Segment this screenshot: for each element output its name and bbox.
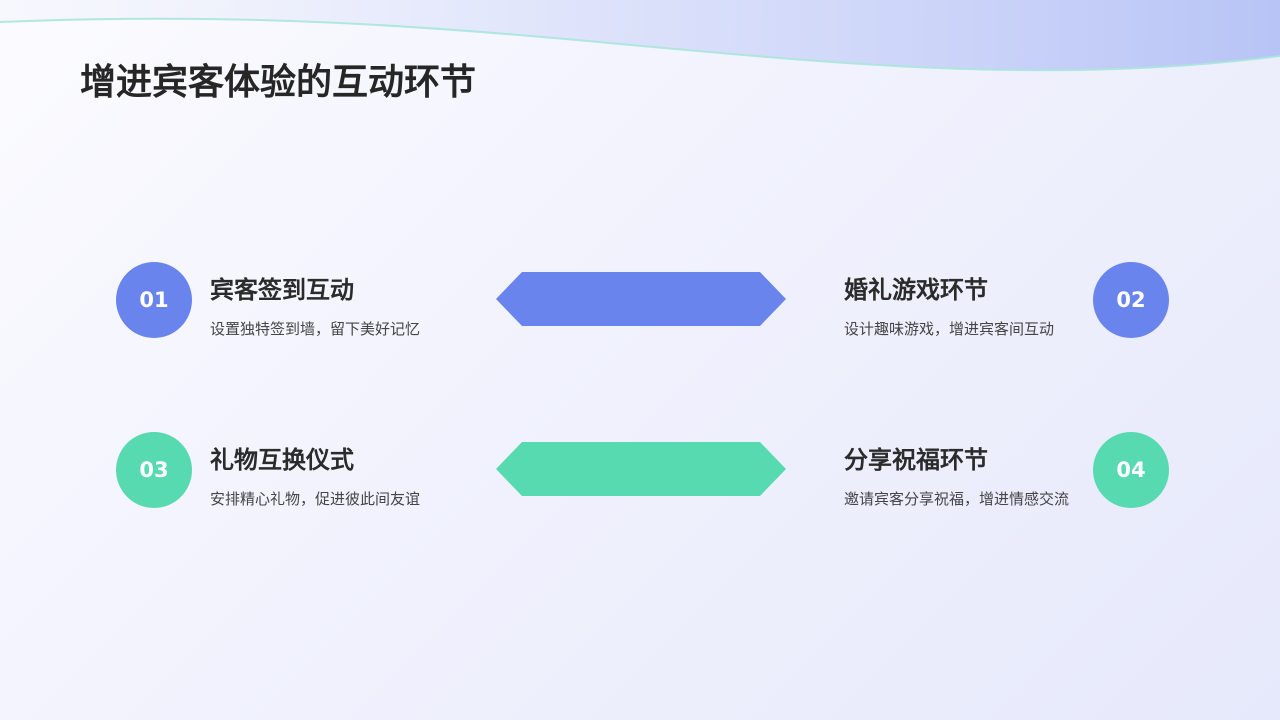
number-badge-02: 02: [1093, 262, 1169, 338]
number-badge-01: 01: [116, 262, 192, 338]
top-wave-decoration: [0, 0, 1280, 72]
item-title-04: 分享祝福环节: [844, 446, 988, 474]
connector-arrow-green: [496, 442, 786, 496]
item-desc-01: 设置独特签到墙，留下美好记忆: [210, 320, 421, 338]
item-title-01: 宾客签到互动: [210, 276, 354, 304]
item-desc-04: 邀请宾客分享祝福，增进情感交流: [844, 490, 1070, 508]
item-desc-02: 设计趣味游戏，增进宾客间互动: [844, 320, 1055, 338]
connector-arrow-blue: [496, 272, 786, 326]
item-title-02: 婚礼游戏环节: [844, 276, 988, 304]
page-title: 增进宾客体验的互动环节: [80, 62, 477, 103]
number-badge-04: 04: [1093, 432, 1169, 508]
item-desc-03: 安排精心礼物，促进彼此间友谊: [210, 490, 421, 508]
number-badge-03: 03: [116, 432, 192, 508]
item-title-03: 礼物互换仪式: [210, 446, 354, 474]
